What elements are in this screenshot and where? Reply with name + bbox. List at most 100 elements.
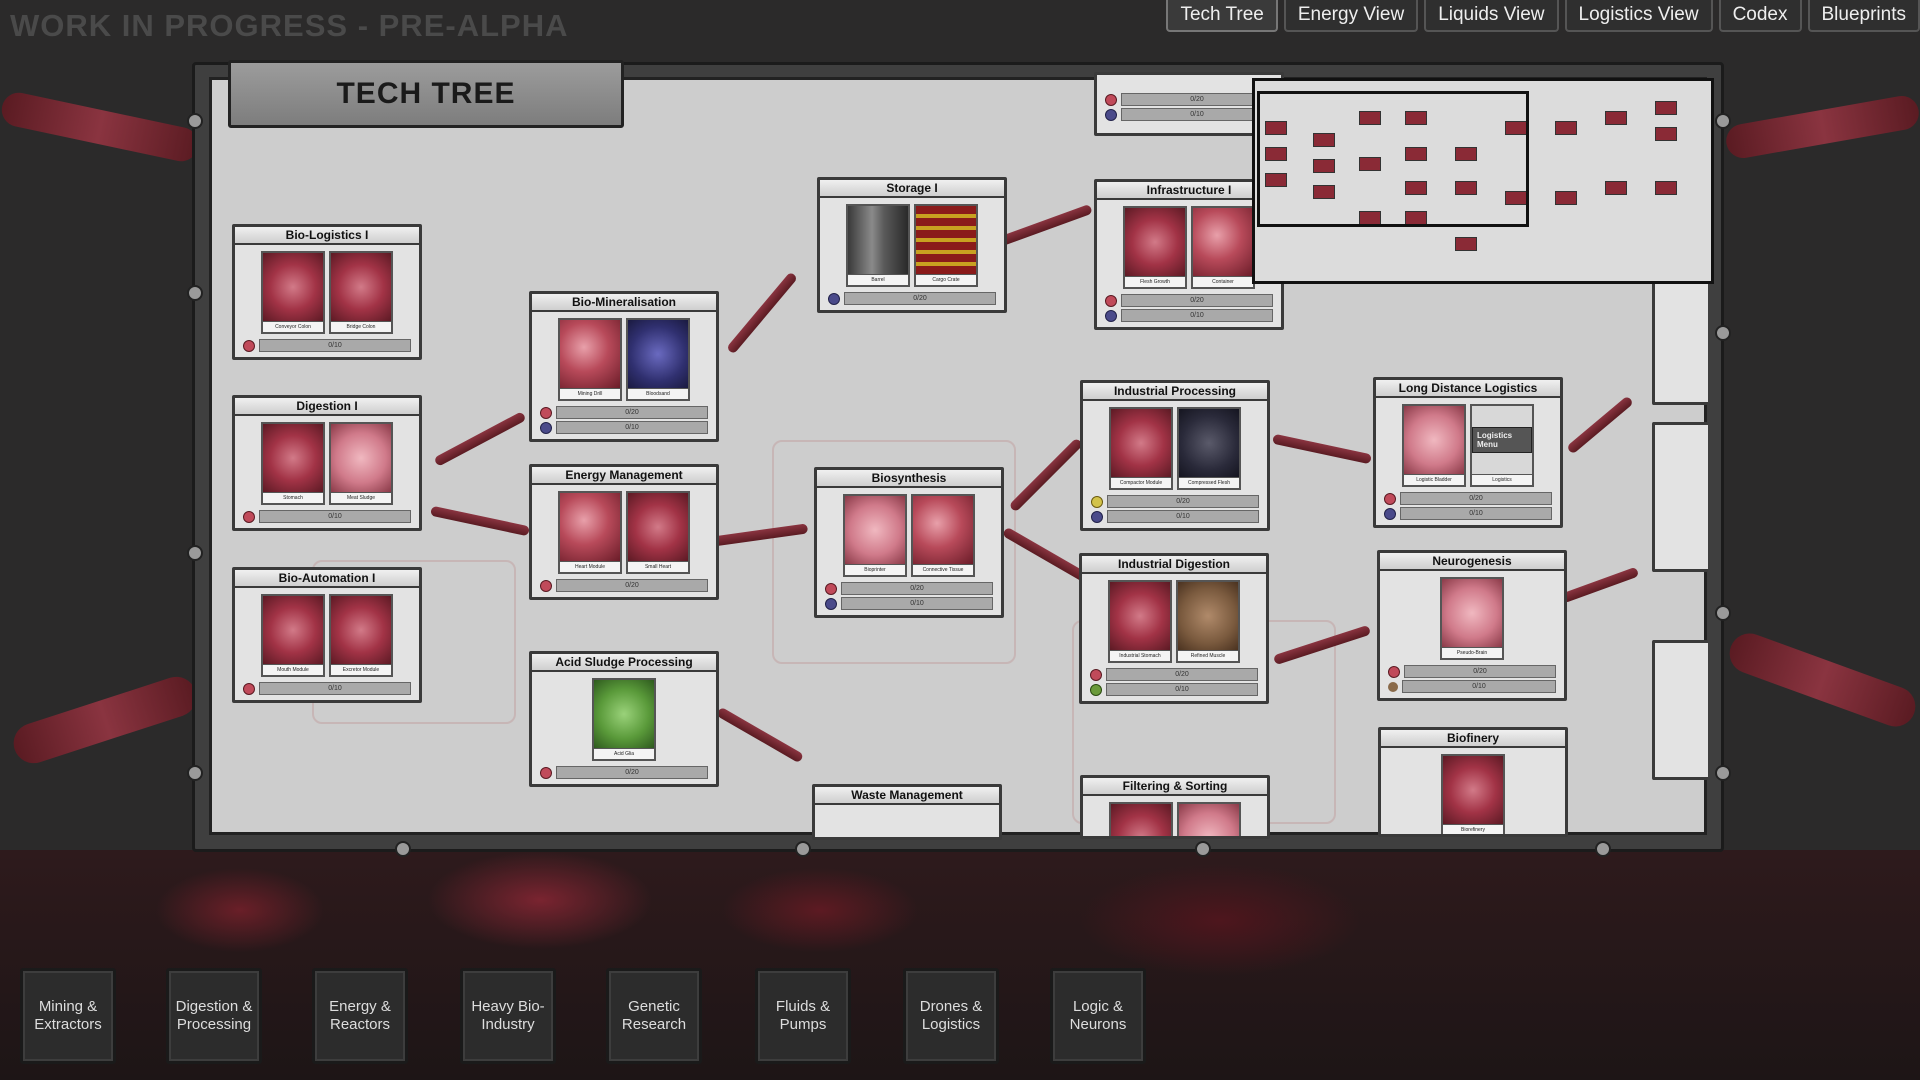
flesh-resource-icon xyxy=(243,339,255,352)
tech-card-energy-management[interactable]: Energy Management Heart Module Small Hea… xyxy=(529,464,719,600)
category-energy-reactors[interactable]: Energy & Reactors xyxy=(312,968,408,1064)
research-progress-bar: 0/20 xyxy=(1107,495,1259,508)
frame-bolt xyxy=(1715,325,1731,341)
tech-card-bio-mineralisation[interactable]: Bio-Mineralisation Mining Drill Bloodsan… xyxy=(529,291,719,442)
view-tabs: Tech Tree Energy View Liquids View Logis… xyxy=(1166,0,1920,32)
tech-card-biosynthesis[interactable]: Biosynthesis Bioprinter Connective Tissu… xyxy=(814,467,1004,618)
tech-card-industrial-digestion[interactable]: Industrial Digestion Industrial Stomach … xyxy=(1079,553,1269,704)
tech-card-acid-sludge-processing[interactable]: Acid Sludge Processing Acid Glia 0/20 xyxy=(529,651,719,787)
research-progress-bar: 0/10 xyxy=(1121,108,1273,121)
category-mining-extractors[interactable]: Mining & Extractors xyxy=(20,968,116,1064)
tech-card-industrial-processing[interactable]: Industrial Processing Compactor Module C… xyxy=(1080,380,1270,531)
unlock-item[interactable]: Pseudo-Brain xyxy=(1440,577,1504,660)
minimap-node xyxy=(1313,133,1335,147)
unlock-item[interactable]: Excretor Module xyxy=(329,594,393,677)
tech-card-waste-management[interactable]: Waste Management xyxy=(812,784,1002,840)
tech-card-neurogenesis[interactable]: Neurogenesis Pseudo-Brain 0/20 0/10 xyxy=(1377,550,1567,701)
unlock-item[interactable]: Logistic Bladder xyxy=(1402,404,1466,487)
tech-card-long-distance-logistics[interactable]: Long Distance Logistics Logistic Bladder… xyxy=(1373,377,1563,528)
tech-card-bio-automation[interactable]: Bio-Automation I Mouth Module Excretor M… xyxy=(232,567,422,703)
unlock-item[interactable]: Connective Tissue xyxy=(911,494,975,577)
unlock-item[interactable]: Bioprinter xyxy=(843,494,907,577)
tab-tech-tree[interactable]: Tech Tree xyxy=(1166,0,1278,32)
unlock-item[interactable]: Cargo Crate xyxy=(914,204,978,287)
flesh-resource-icon xyxy=(1105,93,1117,106)
minimap-node xyxy=(1555,121,1577,135)
tech-connector xyxy=(433,411,527,467)
unlock-item[interactable]: Meat Sludge xyxy=(329,422,393,505)
frame-bolt xyxy=(187,113,203,129)
tab-liquids-view[interactable]: Liquids View xyxy=(1424,0,1559,32)
unlock-item[interactable]: Acid Glia xyxy=(592,678,656,761)
unlock-item[interactable]: Mining Drill xyxy=(558,318,622,401)
frame-bolt xyxy=(795,841,811,857)
category-genetic-research[interactable]: Genetic Research xyxy=(606,968,702,1064)
research-progress-bar: 0/10 xyxy=(259,510,411,523)
category-fluids-pumps[interactable]: Fluids & Pumps xyxy=(755,968,851,1064)
tab-energy-view[interactable]: Energy View xyxy=(1283,0,1419,32)
research-progress-bar: 0/10 xyxy=(259,339,411,352)
unlock-item[interactable]: Heart Module xyxy=(558,491,622,574)
tech-connector xyxy=(715,706,805,764)
unlock-item[interactable]: Bridge Colon xyxy=(329,251,393,334)
minimap-node xyxy=(1455,181,1477,195)
research-progress-bar: 0/10 xyxy=(1106,683,1258,696)
card-title: Long Distance Logistics xyxy=(1376,380,1560,398)
tab-blueprints[interactable]: Blueprints xyxy=(1807,0,1920,32)
frame-bolt xyxy=(1715,113,1731,129)
tab-codex[interactable]: Codex xyxy=(1718,0,1802,32)
category-logic-neurons[interactable]: Logic & Neurons xyxy=(1050,968,1146,1064)
flesh-resource-icon xyxy=(243,510,255,523)
minimap-node xyxy=(1655,127,1677,141)
card-title: Biosynthesis xyxy=(817,470,1001,488)
unlock-item[interactable]: Small Heart xyxy=(626,491,690,574)
unlock-item[interactable]: Compressed Flesh xyxy=(1177,407,1241,490)
unlock-item[interactable]: Stomach xyxy=(261,422,325,505)
frame-bolt xyxy=(395,841,411,857)
minimap-node xyxy=(1655,181,1677,195)
card-title: Energy Management xyxy=(532,467,716,485)
unlock-item[interactable]: Industrial Stomach xyxy=(1108,580,1172,663)
tech-card-bio-logistics[interactable]: Bio-Logistics I Conveyor Colon Bridge Co… xyxy=(232,224,422,360)
tech-card-offscreen[interactable] xyxy=(1652,280,1708,405)
tech-connector xyxy=(1566,395,1634,455)
tech-card-filtering-sorting[interactable]: Filtering & Sorting xyxy=(1080,775,1270,839)
unlock-item[interactable]: Biorefinery xyxy=(1441,754,1505,834)
card-title: Industrial Digestion xyxy=(1082,556,1266,574)
tech-card-offscreen[interactable] xyxy=(1652,640,1708,780)
research-progress-bar: 0/10 xyxy=(1107,510,1259,523)
unlock-item[interactable]: Barrel xyxy=(846,204,910,287)
card-title: Storage I xyxy=(820,180,1004,198)
flesh-resource-icon xyxy=(540,579,552,592)
unlock-item[interactable]: Mouth Module xyxy=(261,594,325,677)
research-progress-bar: 0/10 xyxy=(259,682,411,695)
tech-card-storage[interactable]: Storage I Barrel Cargo Crate 0/20 xyxy=(817,177,1007,313)
tech-tree-minimap[interactable] xyxy=(1252,78,1714,284)
research-progress-bar: 0/20 xyxy=(1106,668,1258,681)
research-progress-bar: 0/10 xyxy=(841,597,993,610)
unlock-item[interactable]: Container xyxy=(1191,206,1255,289)
mineral-resource-icon xyxy=(540,421,552,434)
unlock-item[interactable]: Bloodsand xyxy=(626,318,690,401)
category-digestion-processing[interactable]: Digestion & Processing xyxy=(166,968,262,1064)
minimap-viewport[interactable] xyxy=(1257,91,1529,227)
frame-bolt xyxy=(1195,841,1211,857)
research-progress-bar: 0/20 xyxy=(1404,665,1556,678)
flesh-resource-icon xyxy=(243,682,255,695)
unlock-item[interactable]: Flesh Growth xyxy=(1123,206,1187,289)
minimap-node xyxy=(1265,147,1287,161)
tech-card-digestion[interactable]: Digestion I Stomach Meat Sludge 0/10 xyxy=(232,395,422,531)
flesh-resource-icon xyxy=(1105,294,1117,307)
category-heavy-bio-industry[interactable]: Heavy Bio-Industry xyxy=(460,968,556,1064)
tech-card-offscreen[interactable] xyxy=(1652,422,1708,572)
unlock-item[interactable]: Compactor Module xyxy=(1109,407,1173,490)
tech-card-biofinery[interactable]: Biofinery Biorefinery xyxy=(1378,727,1568,837)
mineral-resource-icon xyxy=(1105,108,1117,121)
research-progress-bar: 0/10 xyxy=(1400,507,1552,520)
category-drones-logistics[interactable]: Drones & Logistics xyxy=(903,968,999,1064)
tab-logistics-view[interactable]: Logistics View xyxy=(1564,0,1713,32)
unlock-item[interactable]: Refined Muscle xyxy=(1176,580,1240,663)
flesh-resource-icon xyxy=(540,766,552,779)
unlock-item[interactable]: Conveyor Colon xyxy=(261,251,325,334)
